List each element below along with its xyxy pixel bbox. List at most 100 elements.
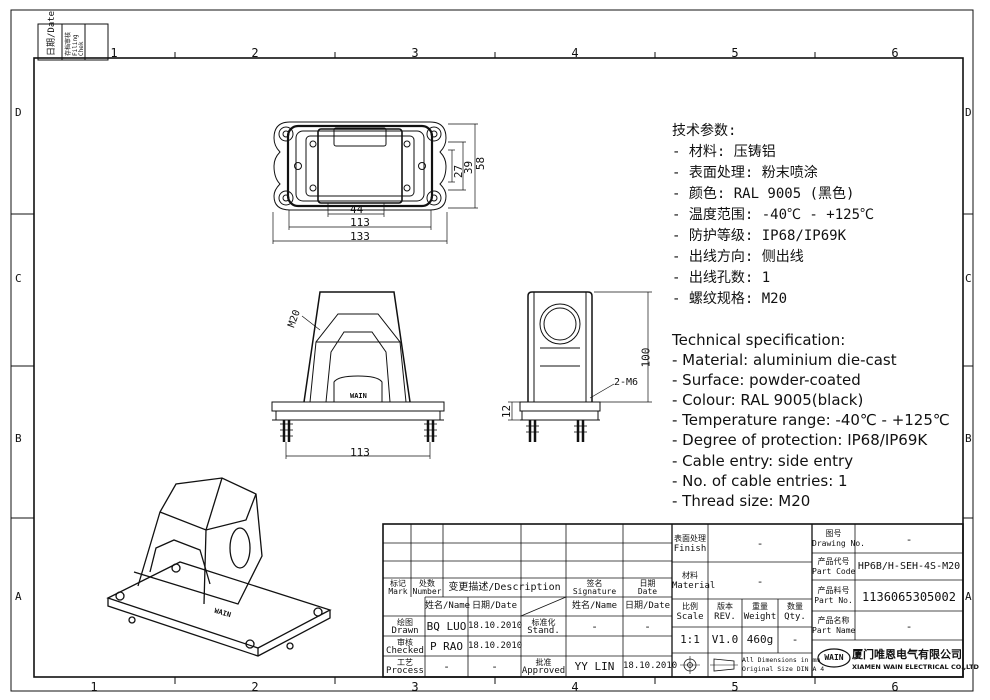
tb-part-no-en: Part No. (814, 596, 853, 605)
tb-stand-name: - (591, 620, 598, 633)
tb-qty-en: Qty. (784, 612, 806, 622)
zone-row-a: A (15, 590, 22, 603)
zone-col-3: 3 (411, 46, 419, 60)
tb-approved-name: YY LIN (574, 660, 615, 673)
spec-en-item: - Degree of protection: IP68/IP69K (672, 431, 928, 449)
spec-en-item: - Surface: powder-coated (672, 371, 861, 389)
tb-date-en: Date (637, 587, 658, 596)
tb-scale-en: Scale (676, 612, 704, 622)
tb-part-name-value: - (905, 620, 913, 633)
brand-mark-front: WAIN (350, 392, 367, 400)
tb-qty-value: - (791, 633, 799, 646)
tb-material-value: - (756, 575, 764, 588)
tb-rev-value: V1.0 (711, 633, 739, 646)
spec-cn-title: 技术参数: (672, 123, 737, 139)
tb-drawing-no-value: - (905, 533, 913, 546)
tb-drawing-no-cn: 图号 (825, 529, 842, 538)
spec-en-item: - Thread size: M20 (672, 492, 811, 510)
spec-cn-item: - 颜色: RAL 9005 (黑色) (672, 186, 855, 202)
zone-row-b: B (15, 432, 22, 445)
tb-part-name-en: Part Name (812, 626, 856, 635)
tb-approved-date: 18.10.2010 (623, 661, 678, 671)
title-block-grid (382, 523, 964, 678)
tb-process-en: Process (386, 666, 424, 676)
spec-en-item: - Colour: RAL 9005(black) (672, 391, 864, 409)
tb-drawn-cn: 绘图 (397, 618, 413, 627)
zone-col-6: 6 (891, 46, 899, 60)
tb-part-name-cn: 产品名称 (817, 616, 850, 625)
tb-part-no-cn: 产品料号 (817, 586, 850, 595)
tb-scale-cn: 比例 (682, 602, 698, 611)
spec-cn-item: - 防护等级: IP68/IP69K (672, 228, 847, 244)
tb-material-en: Material (672, 581, 716, 591)
dim-side-12: 12 (500, 404, 514, 419)
zone-col-bottom-5: 5 (731, 680, 739, 694)
tb-company-cn: 厦门唯恩电气有限公司 (852, 648, 962, 661)
tb-date-cn: 日期 (639, 579, 656, 588)
tb-finish-en: Finish (673, 544, 707, 554)
spec-en-item: - Cable entry: side entry (672, 452, 854, 470)
top-view (272, 121, 478, 244)
side-view (508, 291, 652, 442)
tb-dims-note-2: Original Size DIN A 4 (742, 665, 825, 673)
tb-weight-en: Weight (743, 612, 777, 622)
zone-col-1: 1 (110, 46, 118, 60)
tb-qty-cn: 数量 (787, 602, 803, 611)
zone-row-b-right: B (965, 432, 972, 445)
tb-process-name: - (443, 660, 450, 673)
outer-border (10, 9, 974, 692)
filing-box (37, 23, 109, 61)
dim-top-44: 44 (350, 203, 364, 216)
tb-description: 变更描述/Description (448, 582, 561, 593)
tb-process-cn: 工艺 (397, 658, 413, 667)
spec-cn-item: - 出线方向: 侧出线 (672, 249, 804, 265)
tb-signature-cn: 签名 (586, 579, 603, 588)
zone-col-5: 5 (731, 46, 739, 60)
tb-part-code-value: HP6B/H-SEH-4S-M20 (857, 561, 961, 572)
isometric-view (106, 477, 332, 657)
tb-drawn-name: BQ LUO (426, 620, 467, 633)
zone-col-bottom-4: 4 (571, 680, 579, 694)
dim-top-58: 58 (474, 156, 488, 171)
tb-checked-name: P RAO (429, 640, 464, 653)
tb-checked-en: Checked (386, 646, 424, 656)
dim-top-133: 133 (350, 230, 370, 243)
tb-number-cn: 处数 (419, 579, 435, 588)
tb-part-code-cn: 产品代号 (817, 557, 850, 566)
zone-col-bottom-6: 6 (891, 680, 899, 694)
tb-part-code-en: Part Code (812, 567, 856, 576)
tb-approved-cn: 批准 (535, 658, 552, 667)
tb-drawn-date: 18.10.2010 (468, 621, 523, 631)
dim-front-113: 113 (350, 446, 370, 459)
tb-company-en: XIAMEN WAIN ELECTRICAL CO.,LTD (852, 663, 979, 671)
spec-en-item: - Temperature range: -40℃ - +125℃ (672, 411, 950, 429)
zone-col-bottom-2: 2 (251, 680, 259, 694)
tb-rev-cn: 版本 (717, 602, 733, 611)
tb-date-col-2: 日期/Date (624, 601, 671, 611)
tb-weight-value: 460g (746, 633, 774, 646)
zone-col-bottom-3: 3 (411, 680, 419, 694)
dim-top-113: 113 (350, 216, 370, 229)
tb-part-no-value: 1136065305002 (862, 590, 956, 604)
tb-weight-cn: 重量 (752, 602, 768, 611)
tb-stand-en: Stand. (527, 626, 560, 636)
spec-cn-item: - 温度范围: -40℃ - +125℃ (672, 207, 875, 223)
tb-signature-en: Signature (572, 587, 617, 596)
tb-scale-value: 1:1 (680, 633, 700, 646)
spec-cn-item: - 材料: 压铸铝 (672, 144, 776, 160)
tb-material-cn: 材料 (682, 571, 698, 580)
zone-row-c: C (15, 272, 22, 285)
zone-row-c-right: C (965, 272, 972, 285)
dim-side-screw: 2-M6 (614, 377, 639, 388)
tb-mark-en: Mark (388, 587, 408, 596)
dim-top-39: 39 (462, 160, 476, 175)
tb-number-en: Number (412, 587, 442, 596)
company-logo-icon: WAIN (824, 653, 844, 662)
dim-side-100: 100 (639, 347, 653, 368)
tb-name-col-2: 姓名/Name (571, 601, 618, 611)
tb-drawn-en: Drawn (391, 626, 419, 636)
tb-drawing-no-en: Drawing No. (812, 539, 865, 548)
tb-stand-cn: 标准化 (531, 618, 556, 627)
filing-check-label: 存档审核 Filing Chek (65, 31, 86, 56)
